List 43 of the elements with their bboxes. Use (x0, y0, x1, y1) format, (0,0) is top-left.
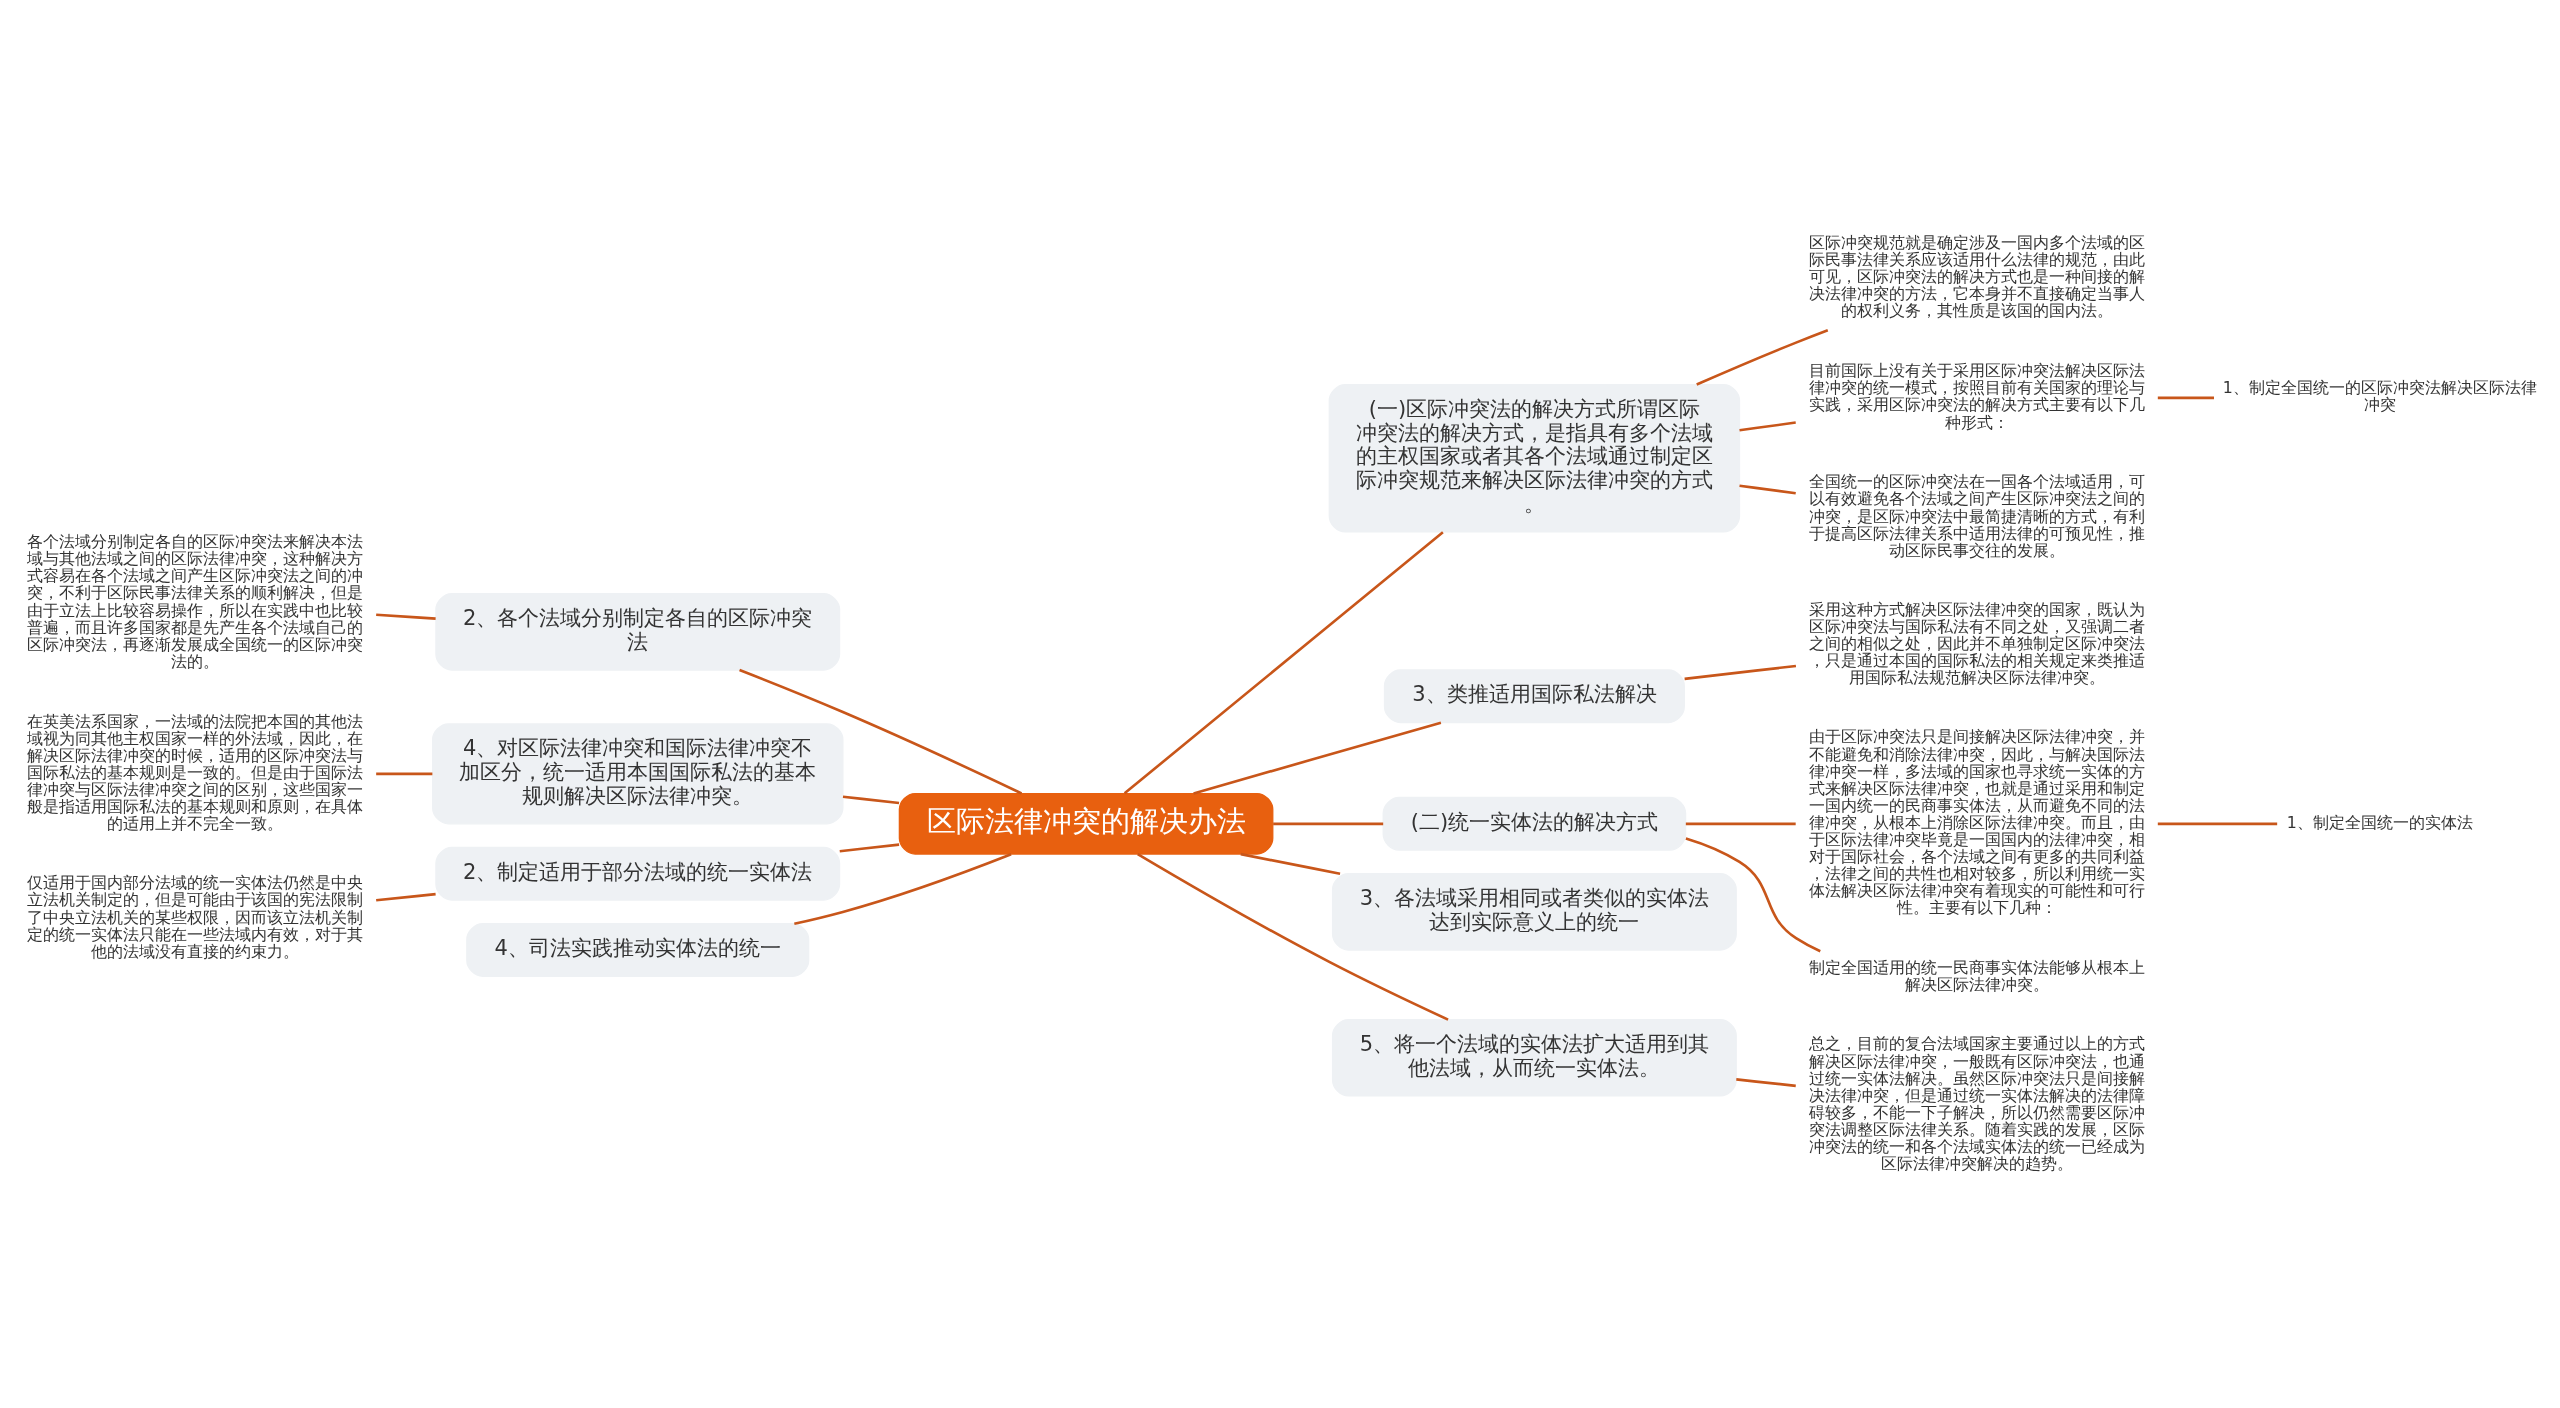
node-text: 由于区际冲突法只是间接解决区际法律冲突，并不能避免和消除法律冲突，因此，与解决国际法律冲突一样，多法域的国家也寻求统一实体的方式来解决区际法律冲突，也就是通过采用和制定一国内统一的民商事实体法，从而避免不同的法律冲突，从根本上消除区际法律冲突。而且，由于区际法律冲突毕竟是一国国内的法律冲突，相对于国际社会，各个法域之间有更多的共同利益，法律之间的共性也相对较多，所以利用统一实体法解决区际法律冲突有着现实的可能性和可行性。主要有以下几种： (1808, 726, 2145, 917)
node-text: 全国统一的区际冲突法在一国各个法域适用，可以有效避免各个法域之间产生区际冲突法之间的冲突，是区际冲突法中最简捷清晰的方式，有利于提高区际法律关系中适用法律的可预见性，推动区际民事交往的发展。 (1808, 471, 2145, 560)
connector (1123, 530, 1444, 794)
connector (1685, 822, 1796, 825)
connector (1685, 836, 1821, 952)
connector (376, 612, 436, 620)
connector (1739, 483, 1796, 495)
node-text: 1、制定全国统一的区际冲突法解决区际法律冲突 (2222, 377, 2537, 414)
node-box: (二)统一实体法的解决方式 (1382, 796, 1687, 851)
node-text: 仅适用于国内部分法域的统一实体法仍然是中央立法机关制定的，但是可能由于该国的宪法限制了中央立法机关的某些权限，因而该立法机关制定的统一实体法只能在一些法域内有效，对于其他的法域没有直接的约束力。 (27, 872, 364, 961)
connector (1684, 664, 1797, 680)
connector (839, 842, 900, 853)
node-box: 4、司法实践推动实体法的统一 (466, 922, 810, 977)
connector (794, 852, 1012, 925)
connector (2157, 822, 2278, 825)
node-box: 区际法律冲突的解决办法 (898, 792, 1274, 855)
connector (1193, 720, 1442, 795)
node-box: (一)区际冲突法的解决方式所谓区际冲突法的解决方式，是指具有多个法域的主权国家或者其各个法域通过制定区际冲突规范来解决区际法律冲突的方式。 (1328, 383, 1741, 533)
connector (1240, 852, 1341, 875)
connector (1273, 822, 1384, 825)
connector (2157, 396, 2214, 399)
node-text: 1、制定全国统一的实体法 (2286, 812, 2473, 832)
connector (1137, 852, 1449, 1021)
node-box: 3、类推适用国际私法解决 (1383, 668, 1685, 723)
node-text: 各个法域分别制定各自的区际冲突法来解决本法域与其他法域之间的区际法律冲突，这种解决方式容易在各个法域之间产生区际冲突法之间的冲突，不利于区际民事法律关系的顺利解决，但是由于立法上比较容易操作，所以在实践中也比较普遍，而且许多国家都是先产生各个法域自己的区际冲突法，再逐渐发展成全国统一的区际冲突法的。 (27, 531, 364, 671)
connector (1739, 420, 1796, 432)
connector (1696, 328, 1829, 386)
node-box: 5、将一个法域的实体法扩大适用到其他法域，从而统一实体法。 (1331, 1018, 1737, 1097)
node-text: 在英美法系国家，一法域的法院把本国的其他法域视为同其他主权国家一样的外法域，因此，在解决区际法律冲突的时候，适用的区际冲突法与国际私法的基本规则是一致的。但是由于国际法律冲突与区际法律冲突之间的区别，这些国家一般是指适用国际私法的基本规则和原则，在具体的适用上并不完全一致。 (27, 711, 364, 833)
connector (376, 892, 436, 902)
connector (1736, 1077, 1796, 1087)
connector (376, 772, 433, 775)
node-box: 2、制定适用于部分法域的统一实体法 (435, 846, 841, 901)
node-box: 2、各个法域分别制定各自的区际冲突法 (435, 592, 841, 671)
node-text: 区际冲突规范就是确定涉及一国内多个法域的区际民事法律关系应该适用什么法律的规范，由此可见，区际冲突法的解决方式也是一种间接的解决法律冲突的方法，它本身并不直接确定当事人的权利义务，其性质是该国的国内法。 (1808, 232, 2145, 320)
connector (842, 794, 900, 804)
node-text: 目前国际上没有关于采用区际冲突法解决区际法律冲突的统一模式，按照目前有关国家的理论与实践，采用区际冲突法的解决方式主要有以下几种形式： (1808, 360, 2145, 432)
node-box: 4、对区际法律冲突和国际法律冲突不加区分，统一适用本国国际私法的基本规则解决区际法律冲突。 (432, 722, 844, 824)
connector (739, 668, 1023, 795)
node-text: 总之，目前的复合法域国家主要通过以上的方式解决区际法律冲突，一般既有区际冲突法，也通过统一实体法解决。虽然区际冲突法只是间接解决法律冲突，但是通过统一实体法解决的法律障碍较多，不能一下子解决，所以仍然需要区际冲突法调整区际法律关系。随着实践的发展，区际冲突法的统一和各个法域实体法的统一已经成为区际法律冲突解决的趋势。 (1808, 1033, 2145, 1173)
node-box: 3、各法域采用相同或者类似的实体法达到实际意义上的统一 (1331, 872, 1737, 951)
node-text: 采用这种方式解决区际法律冲突的国家，既认为区际冲突法与国际私法有不同之处，又强调二者之间的相似之处，因此并不单独制定区际冲突法，只是通过本国的国际私法的相关规定来类推适用国际私法规范解决区际法律冲突。 (1808, 599, 2145, 687)
node-text: 制定全国适用的统一民商事实体法能够从根本上解决区际法律冲突。 (1808, 957, 2145, 994)
